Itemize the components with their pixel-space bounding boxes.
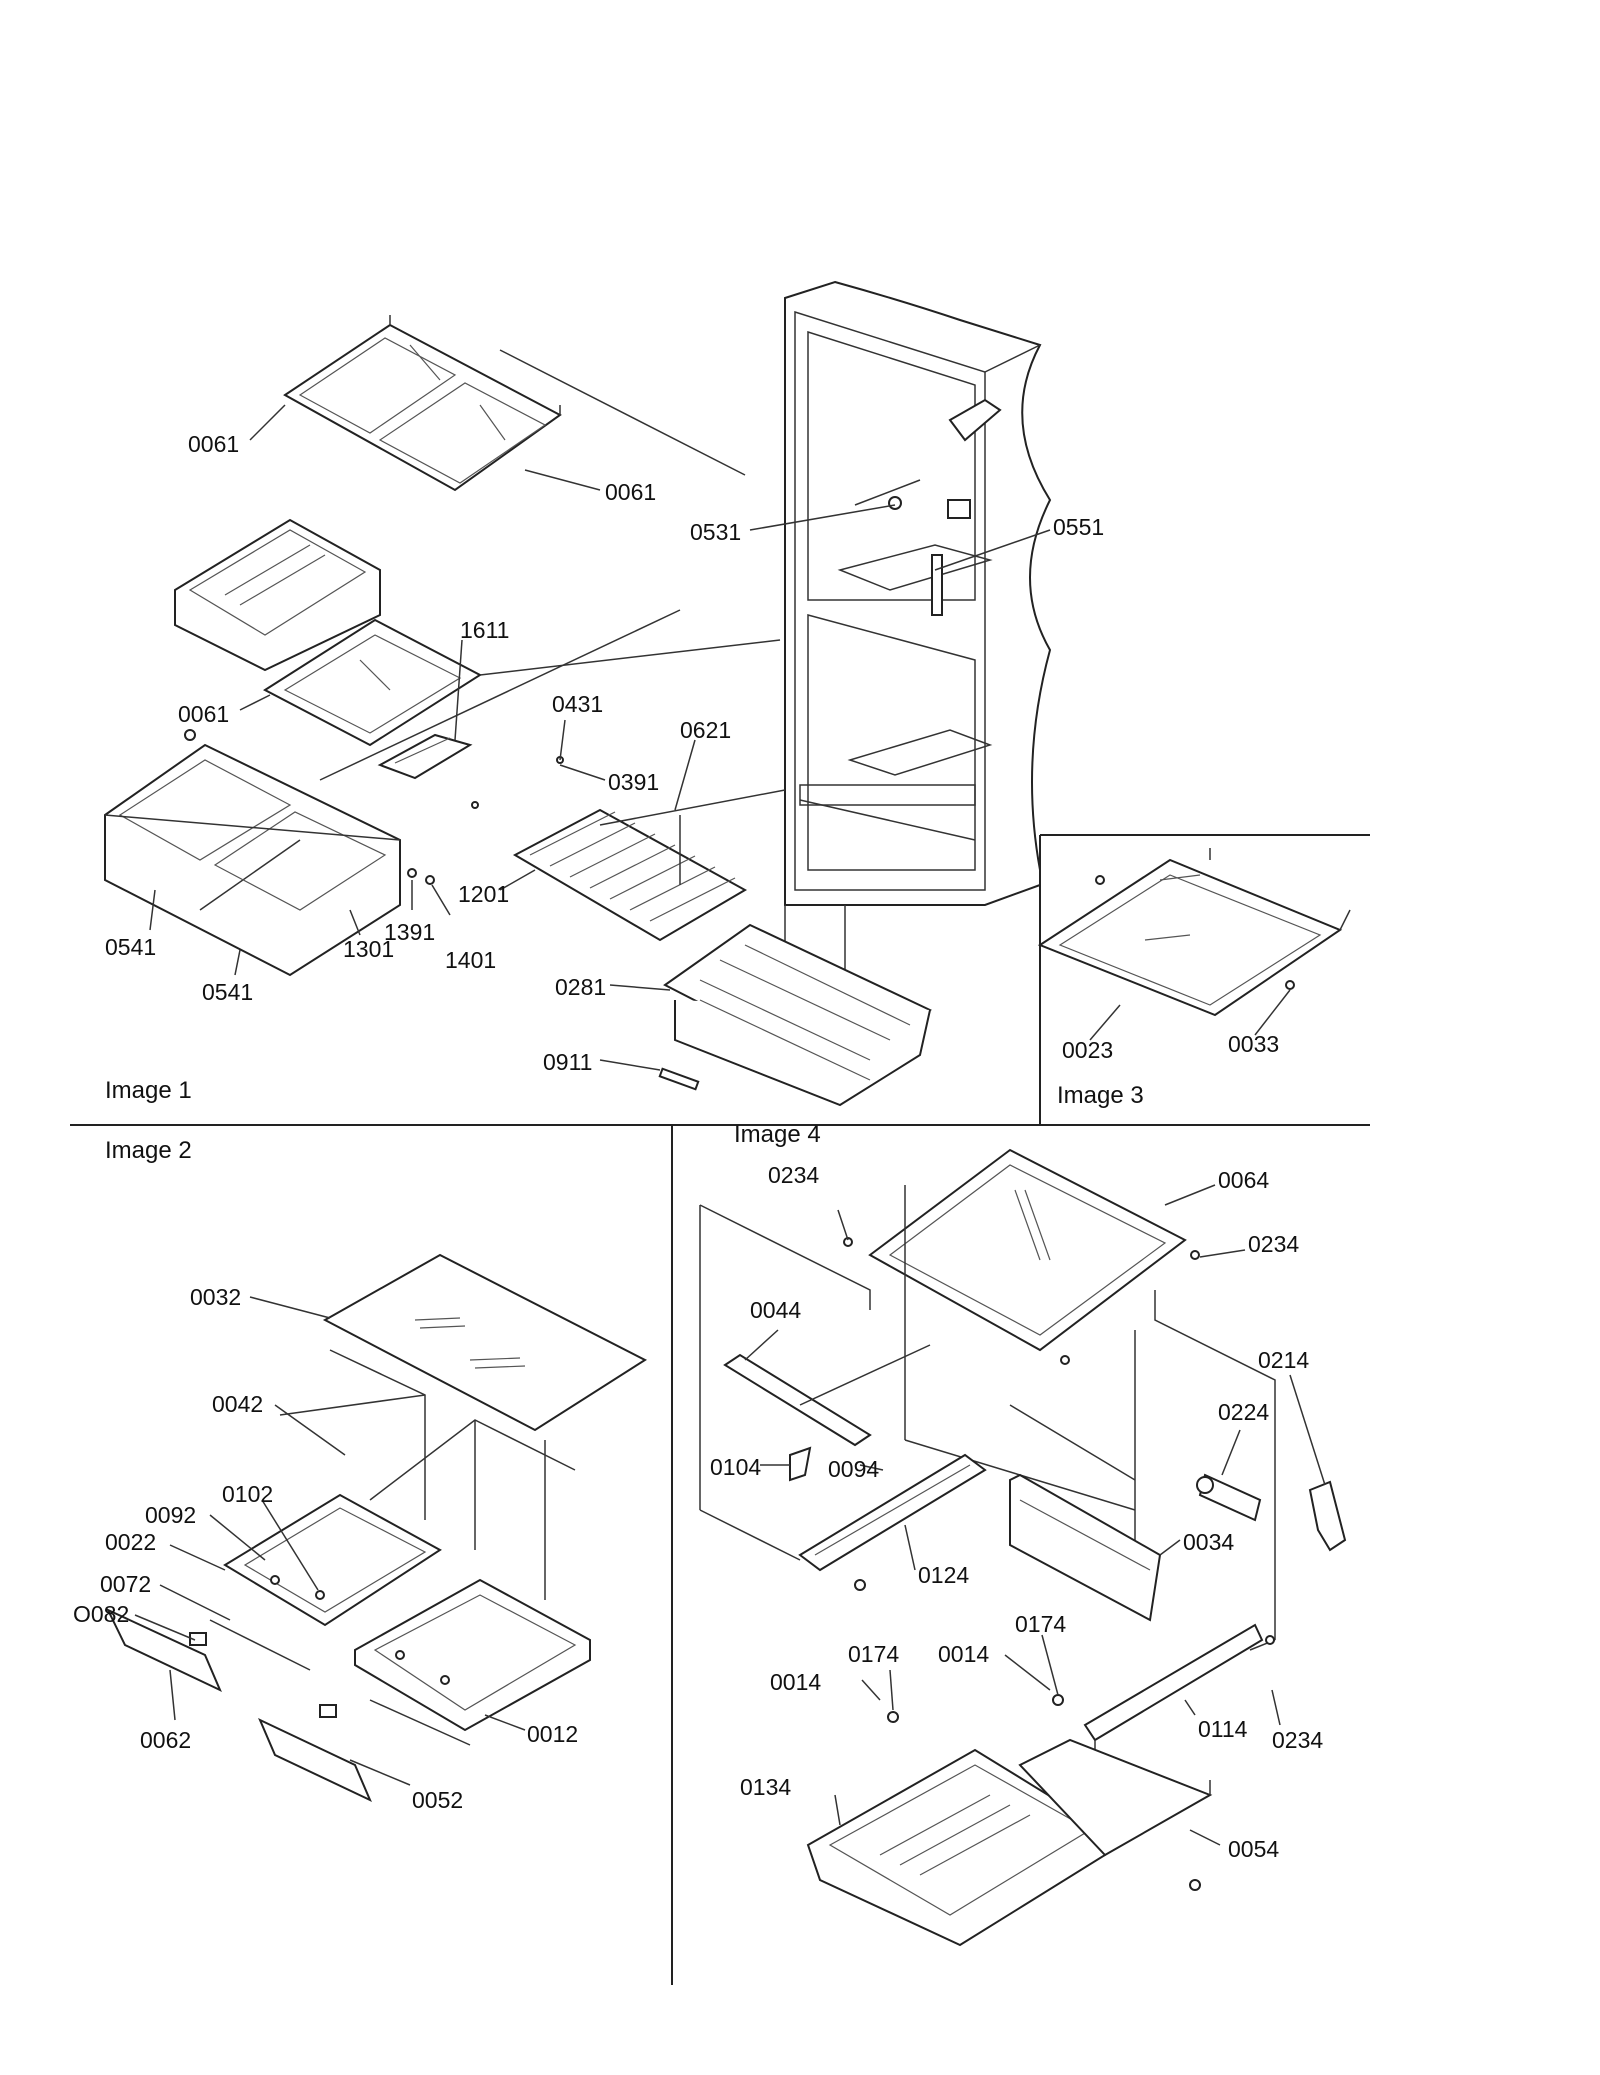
part-label: 0234 xyxy=(1272,1727,1323,1753)
part-label: 1401 xyxy=(445,947,496,973)
leader-lines-image4 xyxy=(744,1184,1326,1846)
part-label: O082 xyxy=(73,1601,129,1627)
part-label: 0391 xyxy=(608,769,659,795)
crisper-drawer-upper xyxy=(174,518,381,672)
part-label: 0061 xyxy=(605,479,656,505)
part-label: 1611 xyxy=(460,617,509,643)
part-label: 0052 xyxy=(412,1787,463,1813)
leader-lines-image2 xyxy=(134,1296,526,1786)
part-label: 0224 xyxy=(1218,1399,1269,1425)
part-label: 0102 xyxy=(222,1481,273,1507)
part-label: 0214 xyxy=(1258,1347,1309,1373)
part-label: 0012 xyxy=(527,1721,578,1747)
part-label: 0174 xyxy=(1015,1611,1066,1637)
part-label: 0092 xyxy=(145,1502,196,1528)
part-label: 0281 xyxy=(555,974,606,1000)
panel-caption-image3: Image 3 xyxy=(1057,1082,1144,1109)
drawer-frame-left xyxy=(223,1493,442,1627)
part-label: 0541 xyxy=(105,934,156,960)
part-label: 0104 xyxy=(710,1454,761,1480)
part-label: 0911 xyxy=(543,1049,592,1075)
frame-rails-0042 xyxy=(279,1349,576,1600)
part-0224-0214 xyxy=(1196,1473,1347,1552)
part-label: 0431 xyxy=(552,691,603,717)
part-label: 0551 xyxy=(1053,514,1104,540)
rail-0044 xyxy=(723,1344,931,1482)
part-label: 0134 xyxy=(740,1774,791,1800)
part-label: 0174 xyxy=(848,1641,899,1667)
part-label: 0042 xyxy=(212,1391,263,1417)
part-label: 0072 xyxy=(100,1571,151,1597)
part-label: 0064 xyxy=(1218,1167,1269,1193)
part-label: 0054 xyxy=(1228,1836,1279,1862)
part-label: 0541 xyxy=(202,979,253,1005)
part-label: 0094 xyxy=(828,1456,879,1482)
part-label: 0044 xyxy=(750,1297,801,1323)
drawer-frame-right xyxy=(354,1578,591,1732)
panel-caption-image4: Image 4 xyxy=(734,1121,821,1148)
cover-0034 xyxy=(1009,1473,1162,1622)
drawers-0134-0054 xyxy=(806,1694,1213,1947)
part-label: 0234 xyxy=(1248,1231,1299,1257)
part-label: 1391 xyxy=(384,919,435,945)
part-label: 0114 xyxy=(1198,1716,1248,1742)
part-label: 1201 xyxy=(458,881,509,907)
part-label: 0061 xyxy=(178,701,229,727)
part-label: 0034 xyxy=(1183,1529,1234,1555)
part-labels: 0061 0061 0531 0551 1611 0061 0431 0391 … xyxy=(73,431,1323,1862)
shelf-image3 xyxy=(1037,848,1351,1041)
part-label: 0014 xyxy=(938,1641,989,1667)
part-label: 1301 xyxy=(343,936,394,962)
part-label: 0033 xyxy=(1228,1031,1279,1057)
part-label: 0531 xyxy=(690,519,741,545)
part-label: 0061 xyxy=(188,431,239,457)
part-label: 0014 xyxy=(770,1669,821,1695)
part-label: 0062 xyxy=(140,1727,191,1753)
glass-panel-0032 xyxy=(322,1253,648,1432)
part-label: 0023 xyxy=(1062,1037,1113,1063)
shelf-0064 xyxy=(843,1148,1200,1365)
panel-caption-image1: Image 1 xyxy=(105,1077,192,1104)
part-label: 0032 xyxy=(190,1284,241,1310)
glass-shelf-middle xyxy=(263,609,781,781)
panel-caption-image2: Image 2 xyxy=(105,1137,192,1164)
refrigerator-cabinet xyxy=(784,280,1052,1000)
part-label: 0124 xyxy=(918,1562,969,1588)
bracket-1611 xyxy=(377,733,473,780)
slide-rail-0124 xyxy=(798,1453,987,1591)
leader-lines-image1 xyxy=(149,404,1051,1071)
crisper-drawers-0541 xyxy=(104,743,401,977)
fasteners-image1 xyxy=(184,496,902,885)
front-covers-image2 xyxy=(105,1575,471,1803)
freezer-basket-0281 xyxy=(663,923,932,1107)
part-label: 0621 xyxy=(680,717,731,743)
part-0911 xyxy=(658,1067,700,1091)
wire-rack-1201 xyxy=(512,789,786,942)
glass-shelf-top xyxy=(283,315,746,492)
part-label: 0234 xyxy=(768,1162,819,1188)
part-label: 0022 xyxy=(105,1529,156,1555)
